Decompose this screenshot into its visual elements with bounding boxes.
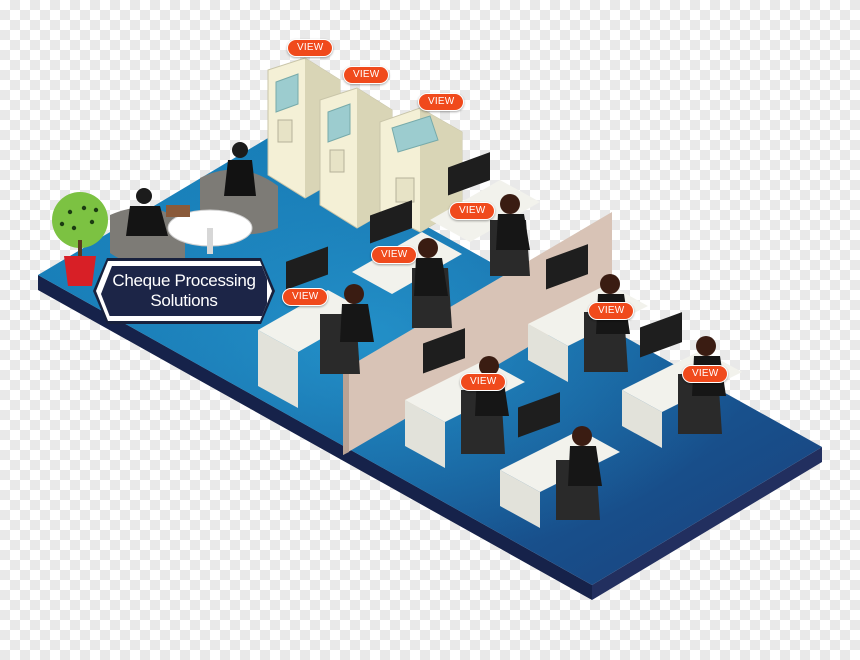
partition-wall xyxy=(343,212,612,455)
badge-title-line-1: Cheque Processing xyxy=(112,271,256,290)
cheque-kiosks xyxy=(267,57,463,233)
view-button-kiosk-2[interactable]: VIEW xyxy=(343,66,390,84)
potted-plant xyxy=(52,192,108,286)
view-button-desk-right-1[interactable]: VIEW xyxy=(588,302,635,320)
view-button-desk-right-3[interactable]: VIEW xyxy=(460,373,507,391)
view-button-kiosk-1[interactable]: VIEW xyxy=(287,39,334,57)
view-button-kiosk-3[interactable]: VIEW xyxy=(418,93,465,111)
view-button-desk-back-1[interactable]: VIEW xyxy=(449,202,496,220)
cheque-processing-badge[interactable]: Cheque Processing Solutions xyxy=(93,258,275,324)
view-button-desk-right-2[interactable]: VIEW xyxy=(682,365,729,383)
view-button-desk-back-2[interactable]: VIEW xyxy=(371,246,418,264)
meeting-corner xyxy=(110,142,278,268)
badge-title-line-2: Solutions xyxy=(150,291,218,310)
view-button-desk-back-3[interactable]: VIEW xyxy=(282,288,329,306)
